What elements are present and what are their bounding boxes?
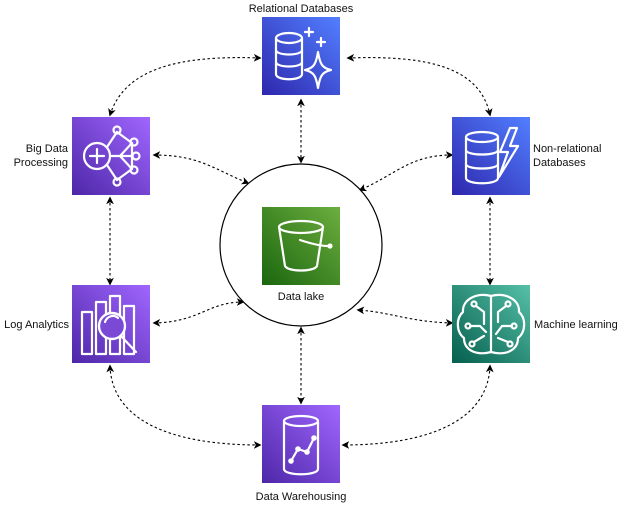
nonrelational-databases-label-line2: Databases: [533, 157, 586, 169]
connector-nonrelational-center: [358, 151, 454, 192]
connector-logs-warehouse: [106, 364, 262, 449]
machine-learning-label: Machine learning: [534, 319, 618, 331]
log-analytics-label: Log Analytics: [4, 319, 69, 331]
brain-circuit-icon: [456, 293, 526, 355]
connector-ml-center: [356, 306, 454, 327]
node-nonrelational-databases: Non-relational Databases: [452, 117, 601, 195]
magnifier-chart-icon: [80, 294, 138, 356]
big-data-processing-label-line1: Big Data: [26, 143, 69, 155]
cylinder-chart-icon: [282, 414, 320, 476]
network-plus-icon: [82, 125, 141, 187]
database-lightning-icon: [464, 126, 520, 185]
connector-ml-warehouse: [341, 364, 494, 449]
connector-relational-nonrelational: [346, 53, 493, 117]
data-lake-label: Data lake: [278, 291, 324, 303]
data-warehousing-label: Data Warehousing: [256, 491, 347, 503]
database-sparkle-icon: [274, 26, 333, 90]
node-big-data-processing: Big Data Processing: [14, 117, 150, 195]
node-data-warehousing: Data Warehousing: [256, 405, 347, 503]
connectors: [106, 53, 494, 449]
node-relational-databases: Relational Databases: [249, 3, 354, 95]
bucket-icon: [277, 219, 333, 272]
big-data-processing-label-line2: Processing: [14, 157, 68, 169]
connector-logs-center: [152, 298, 245, 327]
node-data-lake: Data lake: [219, 163, 383, 327]
relational-databases-label: Relational Databases: [249, 3, 354, 15]
node-log-analytics: Log Analytics: [4, 285, 150, 363]
connector-relational-bigdata: [108, 53, 262, 117]
node-machine-learning: Machine learning: [452, 285, 618, 363]
nonrelational-databases-label-line1: Non-relational: [533, 143, 601, 155]
data-warehousing-tile: [262, 405, 340, 483]
connector-bigdata-center: [152, 151, 250, 185]
